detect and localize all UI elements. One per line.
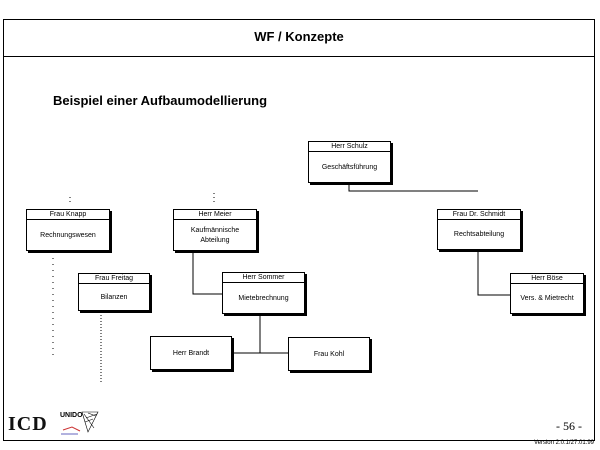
person-name: Frau Knapp (27, 210, 109, 220)
department-name: Kaufmännische Abteilung (190, 226, 240, 244)
title-bar: WF / Konzepte (3, 19, 595, 57)
org-box-top: Herr Schulz Geschäftsführung (308, 141, 391, 183)
connector-staff (232, 315, 288, 354)
content-frame (3, 57, 595, 441)
org-box-middle-sub: Herr Sommer Mietebrechnung (222, 272, 305, 314)
person-name: Herr Böse (511, 274, 583, 284)
org-box-right-sub: Herr Böse Vers. & Mietrecht (510, 273, 584, 314)
connector-top (348, 183, 478, 192)
person-name: Herr Sommer (223, 273, 304, 283)
diagram-subtitle: Beispiel einer Aufbaumodellierung (53, 93, 268, 108)
department-name: Mietebrechnung (238, 294, 289, 302)
person-name: Herr Schulz (309, 142, 390, 152)
unido-emblem-icon (61, 411, 99, 435)
department-name: Rechtsabteilung (453, 231, 505, 238)
org-box-left: Frau Knapp Rechnungswesen (26, 209, 110, 251)
staff-box-kohl: Frau Kohl (288, 337, 370, 371)
version-label: Version 2.0.1/27.01.99 (533, 440, 594, 446)
department-name: Geschäftsführung (321, 163, 378, 171)
slide-title: WF / Konzepte (254, 29, 344, 44)
connector-middle (192, 251, 222, 295)
org-box-middle: Herr Meier Kaufmännische Abteilung (173, 209, 257, 251)
person-name: Herr Meier (174, 210, 256, 220)
unido-logo-text: UNIDO (60, 412, 83, 419)
connector-right (477, 250, 510, 296)
person-name: Frau Dr. Schmidt (438, 210, 520, 220)
org-box-right: Frau Dr. Schmidt Rechtsabteilung (437, 209, 521, 250)
staff-box-brandt: Herr Brandt (150, 336, 232, 370)
department-name: Rechnungswesen (40, 231, 96, 239)
org-box-left-sub: Frau Freitag Bilanzen (78, 273, 150, 311)
icd-logo: ICD (8, 413, 48, 435)
person-name: Frau Freitag (79, 274, 149, 284)
page-number: - 56 - (556, 419, 582, 433)
department-name: Bilanzen (100, 293, 128, 301)
unido-logo: UNIDO (58, 410, 100, 438)
department-name: Vers. & Mietrecht (520, 295, 574, 302)
